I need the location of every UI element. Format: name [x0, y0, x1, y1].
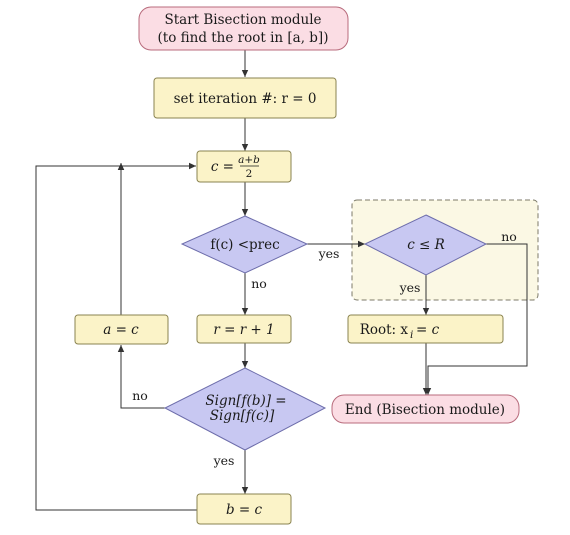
end-label: End (Bisection module): [345, 402, 505, 418]
set-iteration-label: set iteration #: r = 0: [174, 91, 317, 107]
edge-label-r-no: no: [501, 229, 517, 244]
prec-decision-node: f(c) <prec: [180, 215, 309, 274]
assign-a-label: a = c: [103, 322, 139, 338]
assign-b-node: b = c: [196, 493, 292, 525]
assign-a-node: a = c: [74, 314, 169, 345]
start-node: Start Bisection module (to find the root…: [138, 6, 349, 51]
sign-decision-line1: Sign[f(b)] =: [205, 393, 286, 409]
start-line2: (to find the root in [a, b]): [158, 30, 329, 46]
midpoint-node: c = a+b 2: [196, 150, 292, 183]
end-node: End (Bisection module): [331, 394, 520, 424]
assign-b-label: b = c: [226, 502, 263, 518]
edge-label-r-yes: yes: [399, 280, 421, 295]
root-node: Root: x i = c: [347, 314, 504, 344]
increment-label: r = r + 1: [213, 322, 274, 338]
start-line1: Start Bisection module: [164, 12, 321, 28]
edge-r-no: [424, 243, 528, 395]
edge-label-sign-yes: yes: [213, 453, 235, 468]
edge-label-sign-no: no: [132, 388, 148, 403]
edge-label-prec-yes: yes: [318, 246, 340, 261]
edge-b-to-midpoint: [35, 162, 197, 511]
r-decision-node: c ≤ R: [363, 214, 488, 276]
r-decision-label: c ≤ R: [407, 237, 445, 253]
connectors: [35, 50, 528, 511]
sign-decision-node: Sign[f(b)] = Sign[f(c)]: [163, 367, 327, 451]
edge-sign-no: [117, 345, 165, 409]
root-subscript: i: [410, 329, 413, 341]
edge-label-prec-no: no: [251, 276, 267, 291]
prec-decision-label: f(c) <prec: [210, 237, 279, 253]
midpoint-denominator: 2: [246, 168, 253, 180]
midpoint-numerator: a+b: [238, 154, 260, 166]
sign-decision-line2: Sign[f(c)]: [210, 408, 275, 424]
set-iteration-node: set iteration #: r = 0: [153, 77, 337, 119]
midpoint-lhs: c =: [211, 159, 234, 175]
root-rhs: = c: [416, 322, 440, 338]
root-label: Root: x: [360, 322, 409, 338]
increment-node: r = r + 1: [196, 314, 292, 344]
